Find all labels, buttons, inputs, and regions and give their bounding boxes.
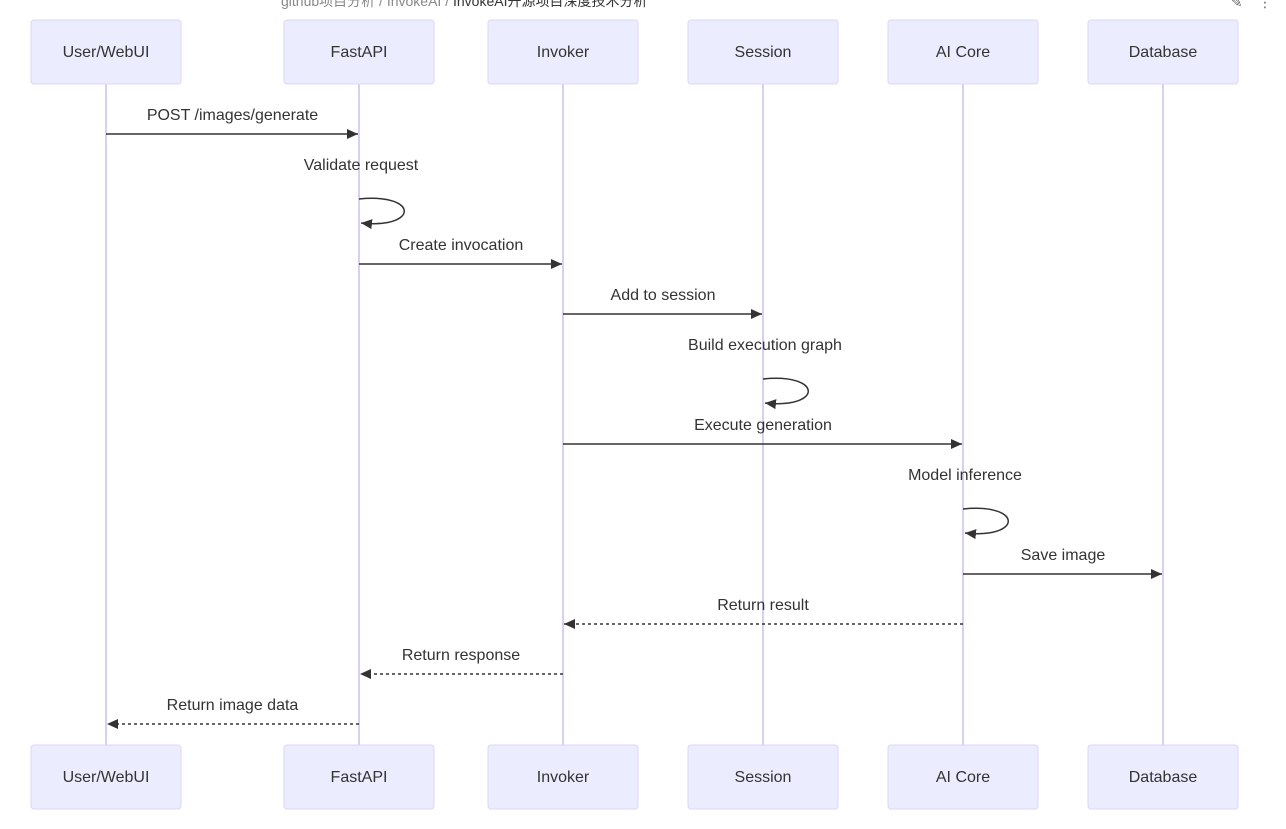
- message-label: Model inference: [908, 467, 1022, 484]
- message-label: Build execution graph: [688, 337, 842, 354]
- participant-top: AI Core: [887, 19, 1039, 85]
- participant-label: AI Core: [936, 44, 990, 61]
- self-arrow: [762, 377, 809, 410]
- participant-label: Invoker: [537, 44, 590, 61]
- participant-bottom: Database: [1087, 744, 1239, 810]
- participant-label: FastAPI: [331, 769, 388, 786]
- participant-bottom: Session: [687, 744, 839, 810]
- message: Create invocation: [359, 237, 562, 269]
- participant-label: User/WebUI: [63, 44, 150, 61]
- message: Execute generation: [563, 417, 962, 449]
- pencil-icon[interactable]: ✎: [1230, 0, 1243, 10]
- participant-label: User/WebUI: [63, 769, 150, 786]
- message-label: Save image: [1021, 547, 1106, 564]
- participant-label: Session: [735, 44, 792, 61]
- message: Return image data: [107, 697, 359, 729]
- participant-box: [887, 19, 1039, 85]
- message: Model inference: [908, 467, 1022, 540]
- participant-box: [30, 19, 182, 85]
- participant-bottom: Invoker: [487, 744, 639, 810]
- participant-label: Database: [1129, 769, 1198, 786]
- message-label: POST /images/generate: [147, 107, 318, 124]
- breadcrumb: github项目分析 / InvokeAI / InvokeAI开源项目深度技术…: [281, 0, 647, 11]
- participant-box: [283, 744, 435, 810]
- participant-bottom: User/WebUI: [30, 744, 182, 810]
- participant-top: Invoker: [487, 19, 639, 85]
- participant-label: AI Core: [936, 769, 990, 786]
- participant-label: Invoker: [537, 769, 590, 786]
- more-vertical-icon[interactable]: ⋮: [1258, 0, 1272, 10]
- breadcrumb-item[interactable]: InvokeAI: [386, 0, 442, 9]
- message: Build execution graph: [688, 337, 842, 410]
- participant-top: FastAPI: [283, 19, 435, 85]
- participant-label: Session: [735, 769, 792, 786]
- message: Return result: [564, 597, 963, 629]
- participant-bottom: FastAPI: [283, 744, 435, 810]
- breadcrumb-item[interactable]: github项目分析: [281, 0, 376, 9]
- participant-label: FastAPI: [331, 44, 388, 61]
- participant-label: Database: [1129, 44, 1198, 61]
- message-label: Validate request: [304, 157, 419, 174]
- participant-box: [1087, 19, 1239, 85]
- self-arrow: [358, 197, 405, 230]
- message-label: Return result: [717, 597, 809, 614]
- participant-box: [283, 19, 435, 85]
- message: Return response: [360, 647, 563, 679]
- message: Validate request: [304, 157, 419, 230]
- message-label: Execute generation: [694, 417, 832, 434]
- participant-box: [487, 19, 639, 85]
- participant-box: [687, 19, 839, 85]
- participant-top: User/WebUI: [30, 19, 182, 85]
- message-label: Create invocation: [399, 237, 524, 254]
- self-arrow: [962, 507, 1009, 540]
- breadcrumb-current: InvokeAI开源项目深度技术分析: [452, 0, 648, 9]
- participant-top: Session: [687, 19, 839, 85]
- message-label: Return image data: [167, 697, 299, 714]
- message-label: Add to session: [611, 287, 716, 304]
- message-label: Return response: [402, 647, 520, 664]
- message: POST /images/generate: [106, 107, 358, 139]
- participant-box: [687, 744, 839, 810]
- participant-box: [887, 744, 1039, 810]
- participant-box: [1087, 744, 1239, 810]
- toolbar: ✎ ⋮: [1231, 0, 1272, 11]
- message: Save image: [963, 547, 1162, 579]
- participant-box: [30, 744, 182, 810]
- participant-bottom: AI Core: [887, 744, 1039, 810]
- participant-top: Database: [1087, 19, 1239, 85]
- message: Add to session: [563, 287, 762, 319]
- participant-box: [487, 744, 639, 810]
